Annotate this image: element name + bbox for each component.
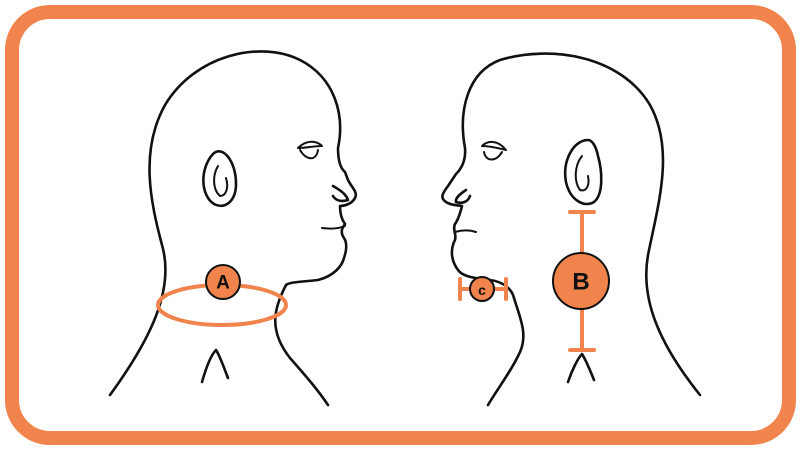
left-head-profile	[110, 51, 356, 405]
diagram-frame	[12, 12, 789, 438]
right-head-outline	[442, 54, 700, 395]
marker-a-label: A	[216, 273, 230, 294]
marker-c-label: c	[478, 282, 486, 298]
left-ear	[203, 151, 236, 205]
right-eye	[482, 142, 506, 160]
right-head-profile	[442, 54, 700, 405]
left-head-outline	[110, 51, 356, 395]
measurement-a: A	[158, 265, 286, 325]
measurement-b: B	[553, 212, 609, 350]
right-collarbone-mark	[568, 354, 594, 382]
right-nostril	[456, 190, 470, 203]
left-mouth	[322, 226, 345, 229]
right-mouth	[455, 231, 476, 233]
right-ear	[565, 140, 601, 204]
left-collarbone-mark	[202, 350, 228, 382]
right-neck-front	[488, 298, 523, 405]
left-neck-front	[275, 285, 328, 405]
measurement-c: c	[460, 277, 506, 301]
left-nostril	[333, 186, 348, 201]
left-eye	[298, 142, 322, 159]
marker-b-label: B	[572, 269, 589, 296]
